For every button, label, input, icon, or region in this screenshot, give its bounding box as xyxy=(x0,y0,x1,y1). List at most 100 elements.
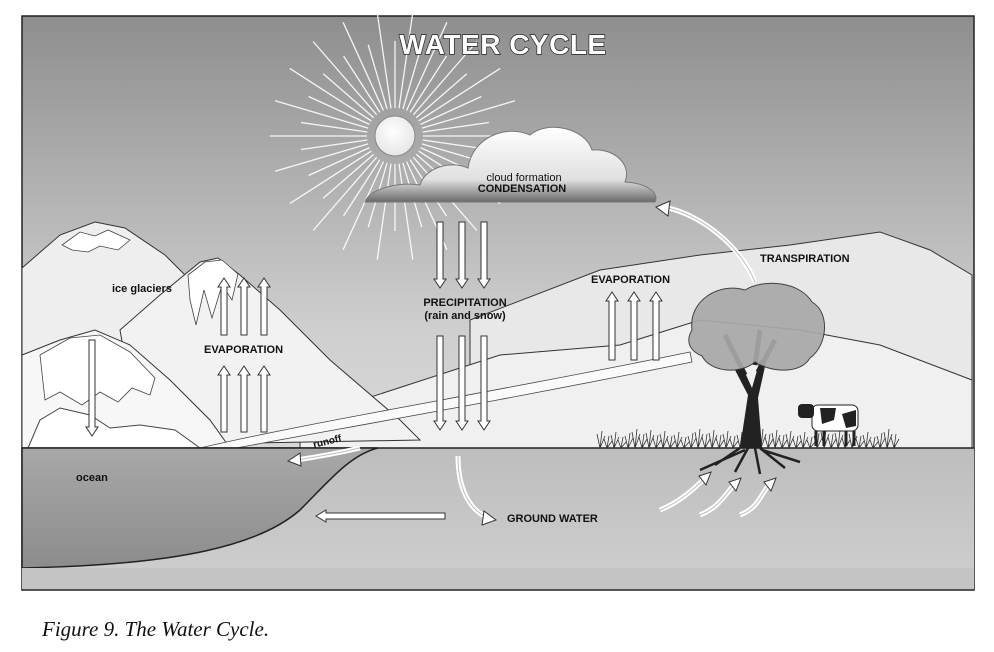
evaporation-right-label: EVAPORATION xyxy=(591,274,670,286)
transpiration-label: TRANSPIRATION xyxy=(760,253,850,265)
sun-ray xyxy=(308,95,370,125)
sun-ray xyxy=(343,55,381,113)
sun-ray xyxy=(274,100,369,129)
arrows xyxy=(85,200,777,526)
root-uptake-arrow-head xyxy=(698,471,712,487)
sun-ray xyxy=(421,100,516,129)
grass-tuft xyxy=(666,435,676,449)
grass-tuft xyxy=(596,430,606,449)
sun-ray xyxy=(418,67,501,122)
ice-glacier xyxy=(39,334,156,406)
precipitation-arrow xyxy=(477,335,491,431)
sun-ray xyxy=(342,22,384,111)
sun-ray xyxy=(300,121,368,133)
precipitation-arrow xyxy=(433,221,447,289)
grass-tuft xyxy=(876,432,886,449)
ground-bottom xyxy=(22,568,974,589)
sun-ray xyxy=(409,55,447,113)
figure-caption: Figure 9. The Water Cycle. xyxy=(42,617,270,641)
grass-tuft xyxy=(792,435,802,449)
grass-tuft xyxy=(708,429,718,449)
precipitation-arrow xyxy=(477,221,491,289)
grass-tuft xyxy=(624,432,634,449)
evaporation-arrow xyxy=(627,291,641,361)
sun-ray xyxy=(367,44,388,110)
glacier-rocks xyxy=(27,407,202,449)
grass-tuft xyxy=(701,433,711,449)
grass-tuft xyxy=(610,431,620,449)
grass-tuft xyxy=(729,435,739,449)
transpiration-arrow-outline xyxy=(667,207,756,283)
grass-tuft xyxy=(855,435,865,449)
cloud xyxy=(364,126,657,203)
grass-tuft xyxy=(778,434,788,449)
grass-tuft xyxy=(673,431,683,449)
grass-tuft xyxy=(645,429,655,449)
precipitation-label: PRECIPITATION xyxy=(423,297,506,309)
grass-tuft xyxy=(638,433,648,449)
transpiration-arrow-head xyxy=(655,200,671,217)
grass-tuft xyxy=(764,433,774,449)
grass-tuft xyxy=(771,429,781,449)
grass-tuft xyxy=(617,436,627,449)
sun-ray xyxy=(289,67,372,122)
sun-ray xyxy=(322,73,375,119)
evaporation-arrow xyxy=(237,365,251,433)
condensation-label: CONDENSATION xyxy=(478,183,566,195)
root-uptake-arrow-head xyxy=(763,477,777,493)
grass-tuft xyxy=(862,431,872,449)
sun-ray xyxy=(402,44,423,110)
runoff-stream xyxy=(199,351,693,453)
sun-ray xyxy=(376,12,392,109)
infiltration-arrow-head xyxy=(481,510,498,526)
sun-ray xyxy=(398,163,414,260)
sun-ray xyxy=(420,95,482,125)
grass-tuft xyxy=(652,434,662,449)
grass-tuft xyxy=(883,428,893,449)
grass-tuft xyxy=(680,436,690,449)
grass-tuft xyxy=(799,431,809,449)
sun-ray xyxy=(406,22,448,111)
sun-ray xyxy=(415,73,468,119)
evaporation-left-label: EVAPORATION xyxy=(204,344,283,356)
evaporation-arrow xyxy=(217,365,231,433)
evaporation-arrow xyxy=(217,277,231,336)
sun-ray xyxy=(343,159,381,217)
grass-tuft xyxy=(722,430,732,449)
sun-ray xyxy=(376,163,392,260)
diagram-title: WATER CYCLE xyxy=(399,29,606,60)
sun-ray xyxy=(412,41,478,116)
mountain-left-snowcap xyxy=(61,229,131,253)
evaporation-arrow xyxy=(257,277,271,336)
sun xyxy=(374,115,416,157)
grass-tuft xyxy=(827,433,837,449)
precipitation-arrow xyxy=(455,221,469,289)
grass-tuft xyxy=(694,428,704,449)
sun-ray xyxy=(308,147,370,177)
sun-ray xyxy=(322,153,375,199)
grass-tuft xyxy=(834,429,844,449)
grass-tuft xyxy=(631,428,641,449)
evaporation-arrow xyxy=(257,365,271,433)
ocean-label: ocean xyxy=(76,472,108,484)
tree xyxy=(688,282,825,475)
grass-tuft xyxy=(785,430,795,449)
ice-glaciers-label: ice glaciers xyxy=(112,283,172,295)
sun-ray xyxy=(398,12,414,109)
grass-tuft xyxy=(890,433,900,449)
cloud-formation-label: cloud formation xyxy=(486,172,561,184)
grass-tuft xyxy=(603,435,613,449)
grass-tuft xyxy=(806,436,816,449)
sun-ray xyxy=(312,156,378,231)
grass-tuft xyxy=(687,432,697,449)
grass-tuft xyxy=(659,430,669,449)
precipitation-arrow xyxy=(455,335,469,431)
sun-ray xyxy=(422,121,490,133)
precipitation-arrow xyxy=(433,335,447,431)
sun-ray xyxy=(274,143,369,172)
transpiration-arrow xyxy=(667,205,758,283)
sun-ray xyxy=(300,139,368,151)
ocean xyxy=(21,447,379,569)
evaporation-arrow xyxy=(237,277,251,336)
